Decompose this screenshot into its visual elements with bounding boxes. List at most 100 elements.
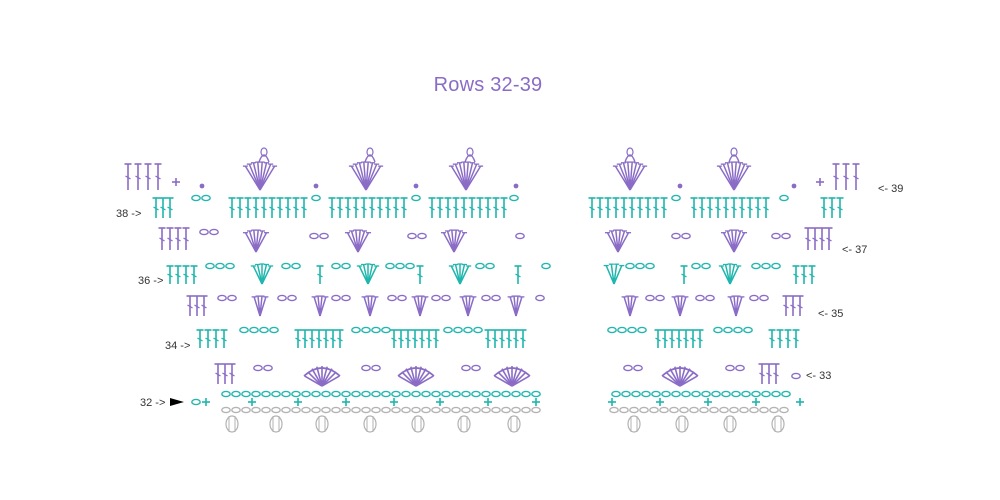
chain-stitch: [620, 407, 628, 412]
chain-stitch: [680, 407, 688, 412]
chain-stitch: [254, 365, 262, 370]
row-start-arrow: [170, 398, 184, 406]
chain-stitch: [240, 327, 248, 332]
chain-stitch: [730, 407, 738, 412]
chain-stitch: [486, 263, 494, 268]
chain-stitch: [464, 327, 472, 332]
chain-stitch: [252, 407, 260, 412]
chain-stitch: [760, 407, 768, 412]
chain-stitch: [388, 295, 396, 300]
chain-stitch: [702, 263, 710, 268]
chain-stitch: [454, 327, 462, 332]
chain-stitch: [302, 391, 310, 396]
chain-stitch: [312, 407, 320, 412]
chain-stitch: [342, 263, 350, 268]
chain-stitch: [406, 263, 414, 268]
chain-stitch: [408, 233, 416, 238]
chain-stitch: [512, 407, 520, 412]
chain-stitch: [792, 373, 800, 378]
chain-stitch: [660, 407, 668, 412]
chain-stitch: [502, 407, 510, 412]
chain-stitch: [482, 391, 490, 396]
chain-stitch: [482, 407, 490, 412]
foundation-cluster: [364, 416, 376, 432]
chain-stitch: [282, 407, 290, 412]
chain-stitch: [192, 399, 200, 404]
chain-stitch: [710, 407, 718, 412]
chain-stitch: [762, 263, 770, 268]
chain-stitch: [352, 327, 360, 332]
chain-stitch: [192, 195, 200, 200]
chain-stitch: [714, 327, 722, 332]
chain-stitch: [392, 391, 400, 396]
chain-stitch: [652, 391, 660, 396]
chain-stitch: [522, 407, 530, 412]
chain-stitch: [292, 263, 300, 268]
chain-stitch: [662, 391, 670, 396]
foundation-cluster: [270, 416, 282, 432]
chain-stitch: [332, 391, 340, 396]
chain-stitch: [672, 233, 680, 238]
chain-stitch: [418, 233, 426, 238]
chain-stitch: [386, 263, 394, 268]
chain-stitch: [650, 407, 658, 412]
chain-stitch: [262, 391, 270, 396]
chain-stitch: [232, 407, 240, 412]
chain-stitch: [432, 295, 440, 300]
chain-stitch: [320, 233, 328, 238]
chain-stitch: [216, 263, 224, 268]
chain-stitch: [502, 391, 510, 396]
chain-stitch: [412, 391, 420, 396]
chain-stitch: [412, 195, 420, 200]
chain-stitch: [462, 391, 470, 396]
chain-stitch: [772, 263, 780, 268]
chain-stitch: [638, 327, 646, 332]
chain-stitch: [672, 391, 680, 396]
chain-stitch: [670, 407, 678, 412]
chain-stitch: [720, 407, 728, 412]
chain-stitch: [242, 407, 250, 412]
chain-stitch: [270, 327, 278, 332]
foundation-cluster: [458, 416, 470, 432]
chain-stitch: [636, 263, 644, 268]
chain-stitch: [492, 407, 500, 412]
chain-stitch: [342, 407, 350, 412]
chain-stitch: [618, 327, 626, 332]
slip-stitch: [414, 184, 419, 189]
chain-stitch: [630, 407, 638, 412]
chain-stitch: [744, 327, 752, 332]
chain-stitch: [412, 407, 420, 412]
chain-stitch: [462, 365, 470, 370]
chain-stitch: [282, 263, 290, 268]
chain-stitch: [362, 327, 370, 332]
chain-stitch: [522, 391, 530, 396]
chain-stitch: [624, 365, 632, 370]
chain-stitch: [382, 407, 390, 412]
chain-stitch: [442, 295, 450, 300]
chain-stitch: [382, 327, 390, 332]
chain-stitch: [362, 391, 370, 396]
chain-stitch: [722, 391, 730, 396]
chain-stitch: [472, 391, 480, 396]
chain-stitch: [312, 195, 320, 200]
chain-stitch: [200, 229, 208, 234]
chain-stitch: [640, 407, 648, 412]
chain-stitch: [706, 295, 714, 300]
chain-stitch: [750, 295, 758, 300]
chain-stitch: [452, 391, 460, 396]
chain-stitch: [202, 195, 210, 200]
foundation-cluster: [508, 416, 520, 432]
chain-stitch: [210, 229, 218, 234]
chain-stitch: [656, 295, 664, 300]
chain-stitch: [732, 391, 740, 396]
chain-stitch: [310, 233, 318, 238]
chain-stitch: [532, 407, 540, 412]
chain-stitch: [242, 391, 250, 396]
slip-stitch: [314, 184, 319, 189]
chain-stitch: [260, 327, 268, 332]
chain-stitch: [292, 407, 300, 412]
chain-stitch: [626, 263, 634, 268]
chain-stitch: [642, 391, 650, 396]
chain-stitch: [628, 327, 636, 332]
